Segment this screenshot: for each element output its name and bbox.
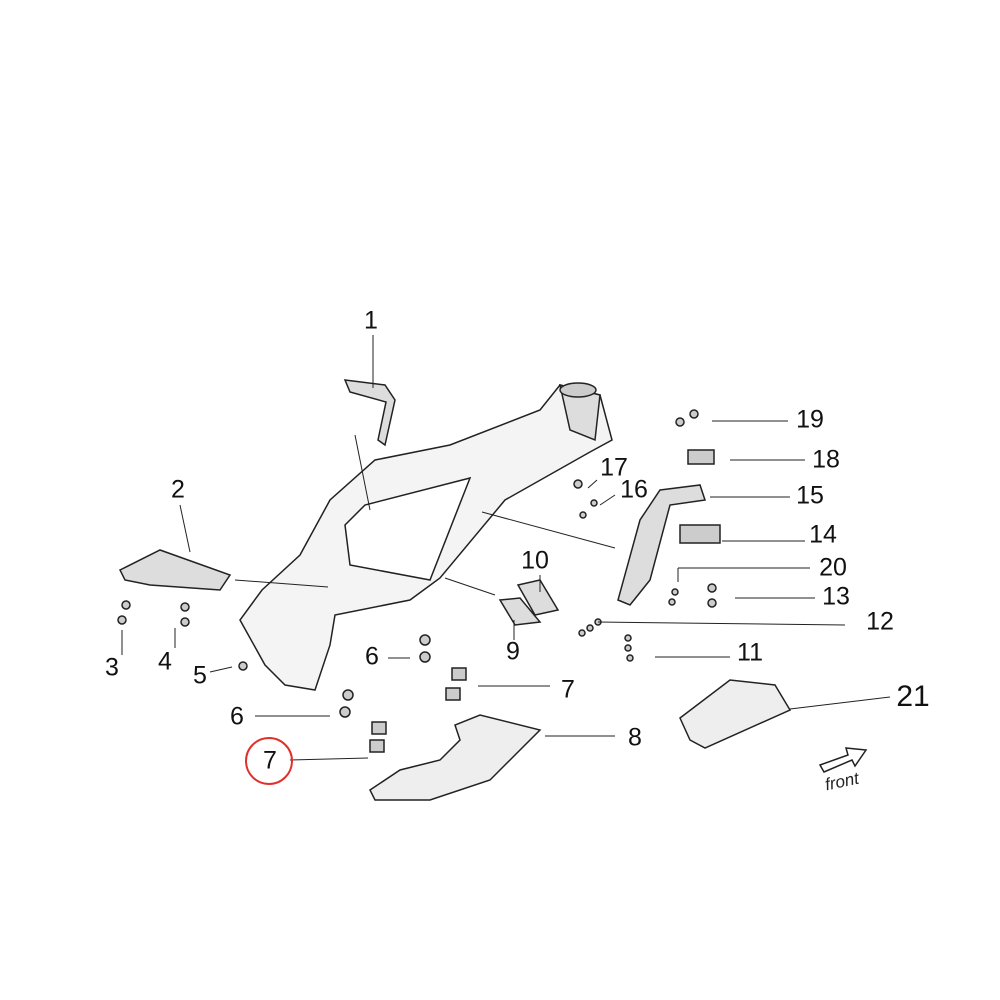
- callout-17: 17: [600, 453, 628, 482]
- callout-16: 16: [620, 475, 648, 504]
- callout-13: 13: [822, 582, 850, 611]
- part-8-bracket: [369, 714, 542, 801]
- callout-11: 11: [737, 638, 763, 667]
- part-2-plate: [118, 549, 232, 591]
- part-18-clip: [687, 449, 715, 465]
- callout-19: 19: [796, 405, 824, 434]
- callout-15: 15: [796, 481, 824, 510]
- callout-7-highlighted: 7: [263, 746, 277, 775]
- callout-2: 2: [171, 475, 185, 504]
- callout-21: 21: [896, 680, 930, 713]
- part-9-bracket: [498, 597, 542, 626]
- callout-3: 3: [105, 653, 119, 682]
- frame-part: [239, 382, 613, 691]
- leader-lines: [121, 335, 891, 761]
- callout-7: 7: [561, 675, 575, 704]
- callout-20: 20: [819, 553, 847, 582]
- callout-9: 9: [506, 637, 520, 666]
- part-14-block: [679, 524, 721, 544]
- callout-18: 18: [812, 445, 840, 474]
- highlight-circle: [245, 737, 293, 785]
- part-10-bracket: [516, 579, 560, 616]
- callout-4: 4: [158, 647, 172, 676]
- part-15-rail: [617, 484, 706, 606]
- callout-8: 8: [628, 723, 642, 752]
- callout-14: 14: [809, 520, 837, 549]
- callout-10: 10: [521, 546, 549, 575]
- hardware: [117, 409, 717, 753]
- arrow-right-icon: [818, 747, 868, 773]
- callout-6: 6: [365, 642, 379, 671]
- callout-12: 12: [866, 607, 894, 636]
- callout-1: 1: [364, 306, 378, 335]
- callout-5: 5: [193, 661, 207, 690]
- callout-6: 6: [230, 702, 244, 731]
- part-21-guard: [679, 679, 792, 749]
- part-1-bracket: [343, 379, 396, 447]
